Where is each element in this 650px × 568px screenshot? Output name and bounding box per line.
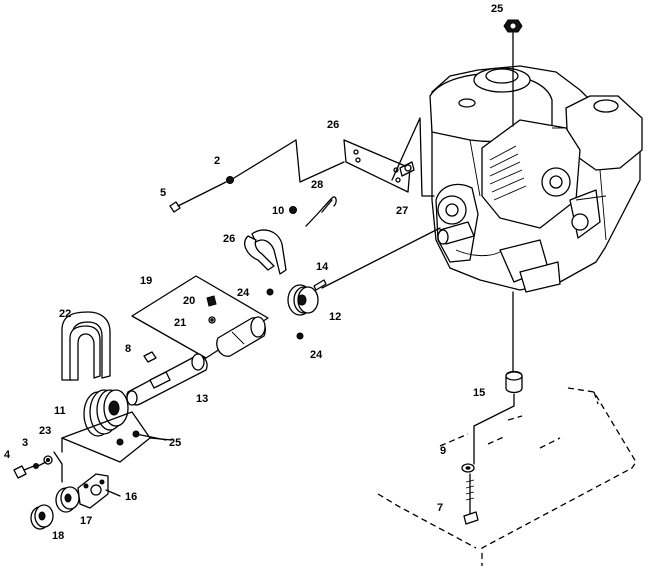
callout-23: 23 — [39, 425, 51, 437]
callout-27: 27 — [396, 205, 408, 217]
bolt-4 — [13, 465, 35, 479]
throttle-cable-28 — [305, 196, 337, 227]
leader-23-vertical — [53, 451, 63, 483]
callout-25-lower: 25 — [169, 437, 181, 449]
callout-9: 9 — [440, 445, 446, 457]
callout-11: 11 — [54, 405, 66, 417]
key-14 — [313, 279, 327, 291]
callout-12: 12 — [329, 311, 341, 323]
leader-lines-11-block — [61, 437, 173, 453]
callout-16: 16 — [125, 491, 137, 503]
callout-21: 21 — [174, 317, 186, 329]
washer-21 — [208, 316, 216, 324]
bolt-7 — [463, 473, 479, 525]
plate-16 — [77, 473, 109, 509]
callout-26-bracket: 26 — [327, 119, 339, 131]
shaft-13 — [126, 353, 208, 406]
belt-guard-22 — [61, 311, 111, 381]
callout-28: 28 — [311, 179, 323, 191]
bolt-5-assembly — [169, 139, 297, 213]
callout-15: 15 — [473, 387, 485, 399]
nut-10 — [289, 206, 297, 214]
callout-10: 10 — [272, 205, 284, 217]
callout-5: 5 — [160, 187, 166, 199]
callout-20: 20 — [183, 295, 195, 307]
callout-2: 2 — [214, 155, 220, 167]
pulley-11 — [83, 389, 129, 437]
washer-9 — [461, 463, 475, 473]
callout-25-top: 25 — [491, 3, 503, 15]
callout-8: 8 — [125, 343, 131, 355]
washer-24b — [296, 332, 304, 340]
leader-4-23 — [37, 461, 47, 467]
setscrew-25a — [116, 430, 140, 446]
nut-25-top — [503, 19, 523, 373]
callout-17: 17 — [80, 515, 92, 527]
callout-19: 19 — [140, 275, 152, 287]
bearing-17 — [55, 486, 80, 513]
callout-labels: 25 26 2 5 28 10 27 26 19 14 24 20 12 21 … — [4, 3, 503, 542]
callout-26-belt: 26 — [223, 233, 235, 245]
belt-leader-line — [321, 227, 441, 289]
mounting-bracket-26 — [343, 139, 411, 193]
callout-24-upper: 24 — [237, 287, 250, 299]
coupling-19 — [216, 316, 266, 357]
group-19-outline — [131, 275, 269, 359]
callout-7: 7 — [437, 502, 443, 514]
belt-26 — [244, 229, 287, 275]
leader-15-9 — [473, 393, 515, 465]
pulley-12 — [287, 284, 319, 316]
callout-14: 14 — [316, 261, 329, 273]
engine-assembly — [429, 65, 643, 293]
bolt-20 — [206, 295, 217, 307]
callout-24-lower: 24 — [310, 349, 323, 361]
callout-18: 18 — [52, 530, 64, 542]
callout-22: 22 — [59, 308, 71, 320]
bracket-leader-lines — [295, 117, 435, 197]
callout-13: 13 — [196, 393, 208, 405]
callout-3: 3 — [22, 437, 28, 449]
key-8 — [143, 351, 157, 363]
bracket-bolt-27 — [399, 161, 415, 177]
mount-15 — [505, 370, 523, 394]
callout-4: 4 — [4, 449, 11, 461]
flange-18 — [30, 504, 54, 530]
washer-24a — [266, 288, 274, 296]
base-frame-dashed — [377, 387, 637, 566]
leader-16 — [105, 489, 121, 497]
